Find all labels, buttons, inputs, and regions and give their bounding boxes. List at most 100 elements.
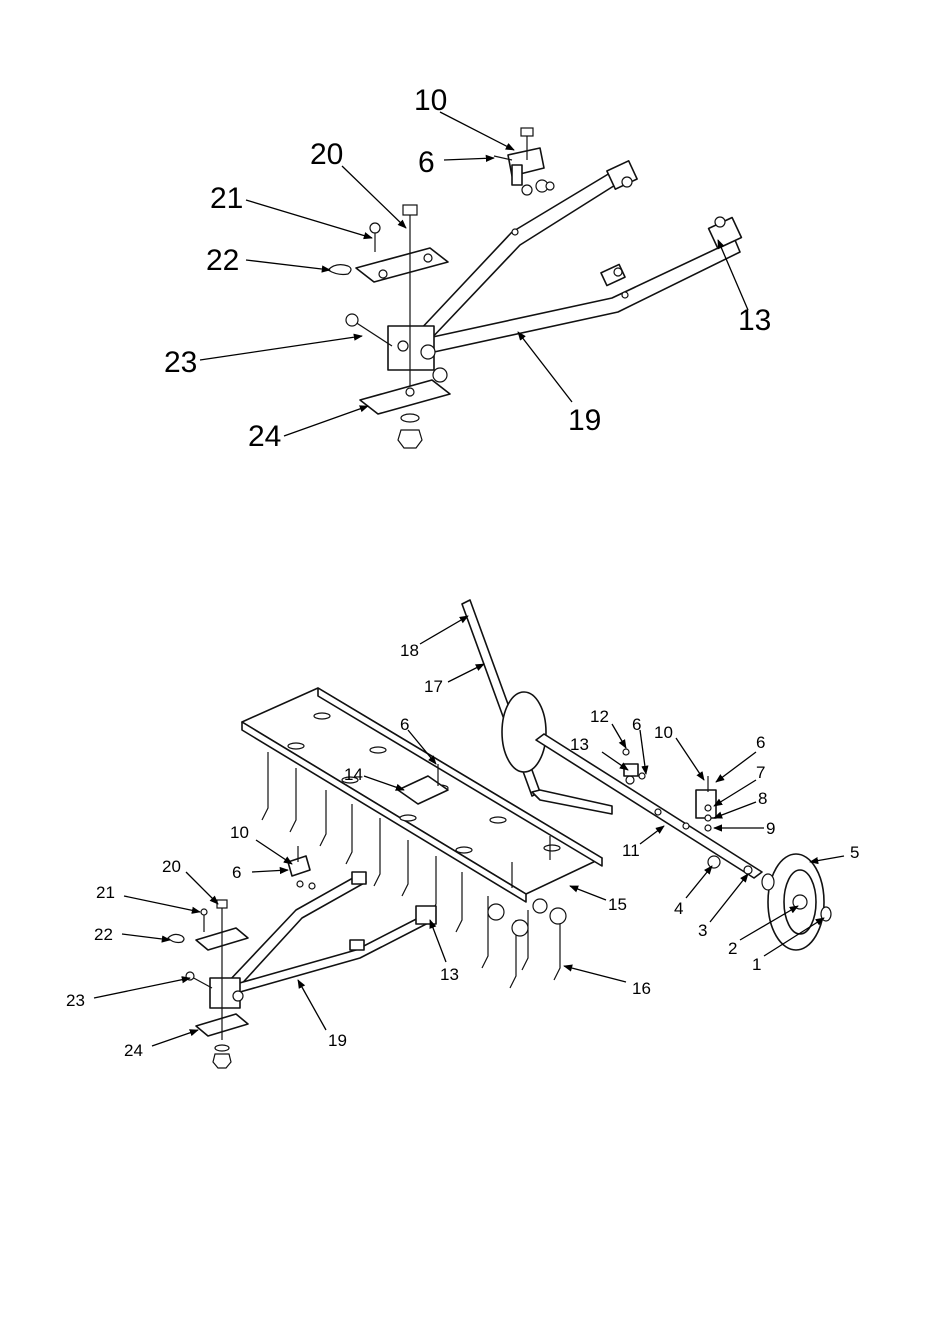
hole: [398, 341, 408, 351]
callout-21: 21: [210, 182, 243, 215]
callout-2: 2: [728, 939, 737, 958]
leader-19: [518, 332, 572, 402]
leader-20: [342, 166, 406, 228]
callout-6: 6: [756, 733, 765, 752]
clevis-pin-head: [370, 223, 380, 233]
nut: [297, 881, 303, 887]
washer: [705, 815, 711, 821]
lynch-pin-clip: [328, 265, 351, 275]
callout-12: 12: [590, 707, 609, 726]
tow-bar-end-bracket: [352, 872, 366, 884]
rear-wheel: [502, 692, 546, 772]
hole: [655, 809, 661, 815]
hole: [406, 388, 414, 396]
bolt-head: [614, 268, 622, 276]
bottom-exploded-view: 18 17 12 6 10 6 13 7 8 9 14 6 10 6 11 5 …: [66, 600, 859, 1068]
small-bracket: [624, 764, 638, 776]
lynch-pin-clip: [168, 934, 184, 942]
callout-20: 20: [162, 857, 181, 876]
nut: [233, 991, 243, 1001]
leader-3: [710, 874, 748, 922]
leader-24: [284, 406, 368, 436]
axle-clamp-bracket: [696, 790, 716, 818]
callout-3: 3: [698, 921, 707, 940]
leader-23: [200, 336, 362, 360]
hole: [379, 270, 387, 278]
frame-slot: [370, 747, 386, 753]
callout-5: 5: [850, 843, 859, 862]
axle-nut: [708, 856, 720, 868]
hole: [626, 776, 634, 784]
lower-hitch-plate: [360, 380, 450, 414]
nut: [398, 430, 422, 448]
leader-21: [246, 200, 372, 238]
callout-10: 10: [414, 84, 447, 117]
callout-7: 7: [756, 763, 765, 782]
leader-22: [122, 934, 170, 940]
leader-10: [440, 112, 514, 150]
callout-24: 24: [124, 1041, 143, 1060]
nut: [421, 345, 435, 359]
clevis-pin-head: [201, 909, 207, 915]
leader-22: [246, 260, 330, 270]
callout-17: 17: [424, 677, 443, 696]
bolt-head: [715, 217, 725, 227]
callout-1: 1: [752, 955, 761, 974]
leader-12: [612, 724, 626, 748]
nut: [213, 1054, 231, 1068]
callout-22: 22: [206, 244, 239, 277]
leader-10: [676, 738, 704, 780]
callout-15: 15: [608, 895, 627, 914]
callout-10: 10: [230, 823, 249, 842]
leader-11: [640, 826, 664, 844]
callout-13: 13: [440, 965, 459, 984]
leader-24: [152, 1030, 198, 1046]
callout-6: 6: [632, 715, 641, 734]
leader-5: [810, 856, 844, 862]
callout-6: 6: [418, 146, 435, 179]
washer: [762, 874, 774, 890]
callout-23: 23: [164, 346, 197, 379]
leader-23: [94, 978, 190, 998]
clamp-bracket: [288, 856, 310, 876]
hole: [622, 292, 628, 298]
leader-17: [448, 664, 484, 682]
leader-6: [640, 730, 646, 774]
lock-washer: [705, 825, 711, 831]
callout-6: 6: [400, 715, 409, 734]
hitch-pin-head: [346, 314, 358, 326]
upper-hitch-plate: [356, 248, 448, 282]
callout-14: 14: [344, 765, 363, 784]
frame-slot: [400, 815, 416, 821]
leader-16: [564, 966, 626, 982]
callout-9: 9: [766, 819, 775, 838]
leader-18: [420, 616, 468, 644]
tow-bar-arm-lower: [428, 240, 740, 352]
callout-21: 21: [96, 883, 115, 902]
callout-8: 8: [758, 789, 767, 808]
callout-11: 11: [622, 841, 640, 860]
callout-6: 6: [232, 863, 241, 882]
frame-slot: [490, 817, 506, 823]
bolt-head: [623, 749, 629, 755]
callout-13: 13: [738, 304, 771, 337]
leader-15: [570, 886, 606, 900]
hole: [683, 823, 689, 829]
frame-slot: [314, 713, 330, 719]
nut: [522, 185, 532, 195]
hole: [512, 229, 518, 235]
callout-20: 20: [310, 138, 343, 171]
nut: [705, 805, 711, 811]
bolt-head: [403, 205, 417, 215]
callout-19: 19: [328, 1031, 347, 1050]
leader-21: [124, 896, 200, 912]
leader-19: [298, 980, 326, 1030]
handle-lower-bend: [532, 790, 612, 814]
nut: [309, 883, 315, 889]
bolt-head: [622, 177, 632, 187]
tow-bar-mid-clamp: [350, 940, 364, 950]
callout-16: 16: [632, 979, 651, 998]
callout-23: 23: [66, 991, 85, 1010]
callout-24: 24: [248, 420, 281, 453]
